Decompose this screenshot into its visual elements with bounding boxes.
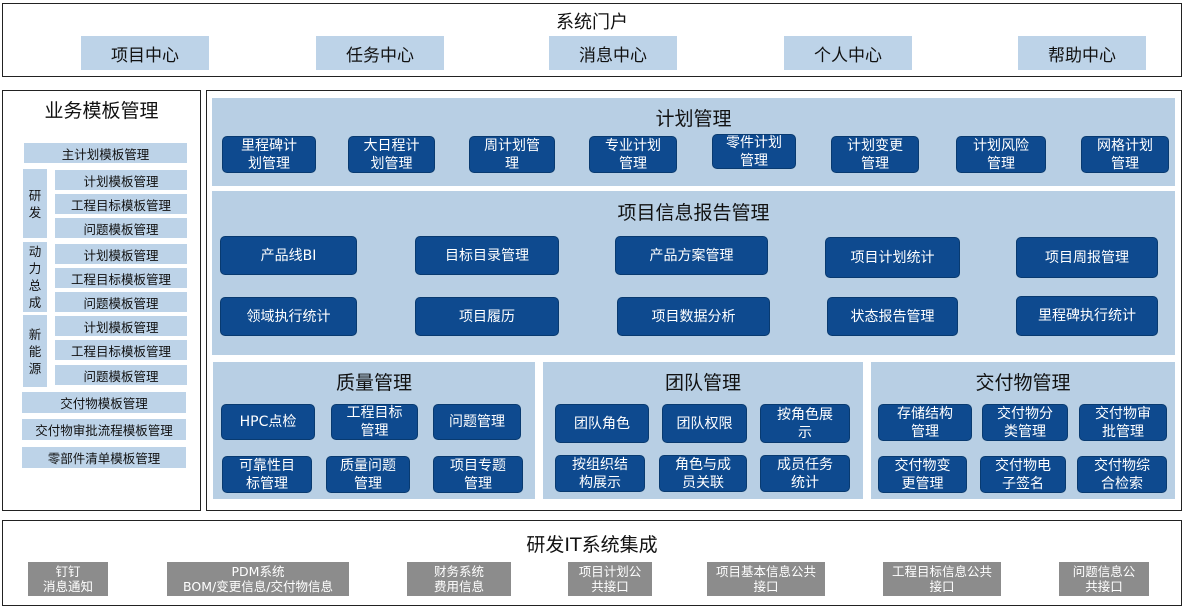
group-label-rd: 研 发 [23,169,47,238]
hpc-check-button[interactable]: HPC点检 [221,404,315,440]
portal-title: 系统门户 [556,12,628,33]
rd-issue-template[interactable]: 问题模板管理 [54,217,188,239]
parts-list-template[interactable]: 零部件清单模板管理 [21,446,187,469]
parts-plan-button[interactable]: 零件计划 管理 [712,134,796,169]
it-integration-title: 研发IT系统集成 [526,534,658,556]
product-scheme-button[interactable]: 产品方案管理 [615,236,768,275]
powertrain-issue-template[interactable]: 问题模板管理 [54,291,188,313]
project-plan-stats-button[interactable]: 项目计划统计 [825,237,960,278]
grid-plan-button[interactable]: 网格计划 管理 [1081,136,1169,173]
team-mgmt-title: 团队管理 [664,372,741,394]
deliverable-category-button[interactable]: 交付物分 类管理 [982,404,1068,441]
storage-structure-button[interactable]: 存储结构 管理 [878,404,972,441]
rd-engineering-target-template[interactable]: 工程目标模板管理 [54,193,188,215]
portal-item-help-center[interactable]: 帮助中心 [1018,36,1146,70]
target-catalog-button[interactable]: 目标目录管理 [415,236,559,275]
project-history-button[interactable]: 项目履历 [415,297,559,336]
domain-execution-stats-button[interactable]: 领域执行统计 [220,297,357,336]
product-line-bi-button[interactable]: 产品线BI [220,236,357,275]
weekly-plan-button[interactable]: 周计划管 理 [469,136,555,173]
project-topic-button[interactable]: 项目专题 管理 [433,456,523,493]
portal-item-message-center[interactable]: 消息中心 [549,36,677,70]
main-plan-template[interactable]: 主计划模板管理 [23,142,188,164]
project-basic-info-interface[interactable]: 项目基本信息公共 接口 [707,562,825,596]
project-plan-interface[interactable]: 项目计划公 共接口 [568,562,652,596]
issue-info-interface[interactable]: 问题信息公 共接口 [1059,562,1149,596]
portal-item-task-center[interactable]: 任务中心 [316,36,444,70]
engineering-target-interface[interactable]: 工程目标信息公共 接口 [883,562,1001,596]
report-mgmt-title: 项目信息报告管理 [617,202,770,224]
finance-integration[interactable]: 财务系统 费用信息 [407,562,511,596]
project-data-analysis-button[interactable]: 项目数据分析 [617,297,770,336]
pdm-integration[interactable]: PDM系统 BOM/变更信息/交付物信息 [167,562,349,596]
new-energy-plan-template[interactable]: 计划模板管理 [54,315,188,337]
rd-plan-template[interactable]: 计划模板管理 [54,169,188,191]
new-energy-engineering-target-template[interactable]: 工程目标模板管理 [54,339,188,361]
group-label-new-energy: 新 能 源 [23,315,47,387]
template-mgmt-title: 业务模板管理 [44,100,159,122]
reliability-target-button[interactable]: 可靠性目 标管理 [222,456,312,493]
quality-mgmt-title: 质量管理 [335,372,412,394]
master-schedule-button[interactable]: 大日程计 划管理 [348,136,435,173]
milestone-execution-stats-button[interactable]: 里程碑执行统计 [1016,296,1158,336]
portal-item-personal-center[interactable]: 个人中心 [784,36,912,70]
deliverable-mgmt-title: 交付物管理 [975,372,1071,394]
deliverable-approval-button[interactable]: 交付物审 批管理 [1079,404,1167,441]
role-member-link-button[interactable]: 角色与成 员关联 [659,455,747,492]
powertrain-engineering-target-template[interactable]: 工程目标模板管理 [54,267,188,289]
dingtalk-integration[interactable]: 钉钉 消息通知 [28,562,108,596]
issue-mgmt-button[interactable]: 问题管理 [433,404,521,440]
milestone-plan-button[interactable]: 里程碑计 划管理 [222,136,316,173]
team-role-button[interactable]: 团队角色 [555,404,649,443]
plan-change-button[interactable]: 计划变更 管理 [831,136,919,173]
powertrain-plan-template[interactable]: 计划模板管理 [54,243,188,265]
plan-mgmt-title: 计划管理 [655,108,732,130]
show-by-org-button[interactable]: 按组织结 构展示 [555,455,645,492]
new-energy-issue-template[interactable]: 问题模板管理 [54,364,188,386]
team-permission-button[interactable]: 团队权限 [662,404,747,443]
deliverable-template[interactable]: 交付物模板管理 [21,391,187,414]
show-by-role-button[interactable]: 按角色展 示 [760,404,850,443]
member-task-stats-button[interactable]: 成员任务 统计 [760,455,850,492]
plan-risk-button[interactable]: 计划风险 管理 [956,136,1046,173]
project-weekly-report-button[interactable]: 项目周报管理 [1016,237,1158,278]
deliverable-search-button[interactable]: 交付物综 合检索 [1077,456,1167,493]
deliverable-approval-flow-template[interactable]: 交付物审批流程模板管理 [21,418,187,441]
portal-item-project-center[interactable]: 项目中心 [81,36,209,70]
quality-engineering-target-button[interactable]: 工程目标 管理 [331,404,418,440]
group-label-powertrain: 动 力 总 成 [23,242,47,312]
deliverable-change-button[interactable]: 交付物变 更管理 [878,456,967,493]
deliverable-esign-button[interactable]: 交付物电 子签名 [980,456,1066,493]
quality-issue-button[interactable]: 质量问题 管理 [326,456,410,493]
specialty-plan-button[interactable]: 专业计划 管理 [589,136,677,173]
status-report-button[interactable]: 状态报告管理 [827,297,958,336]
